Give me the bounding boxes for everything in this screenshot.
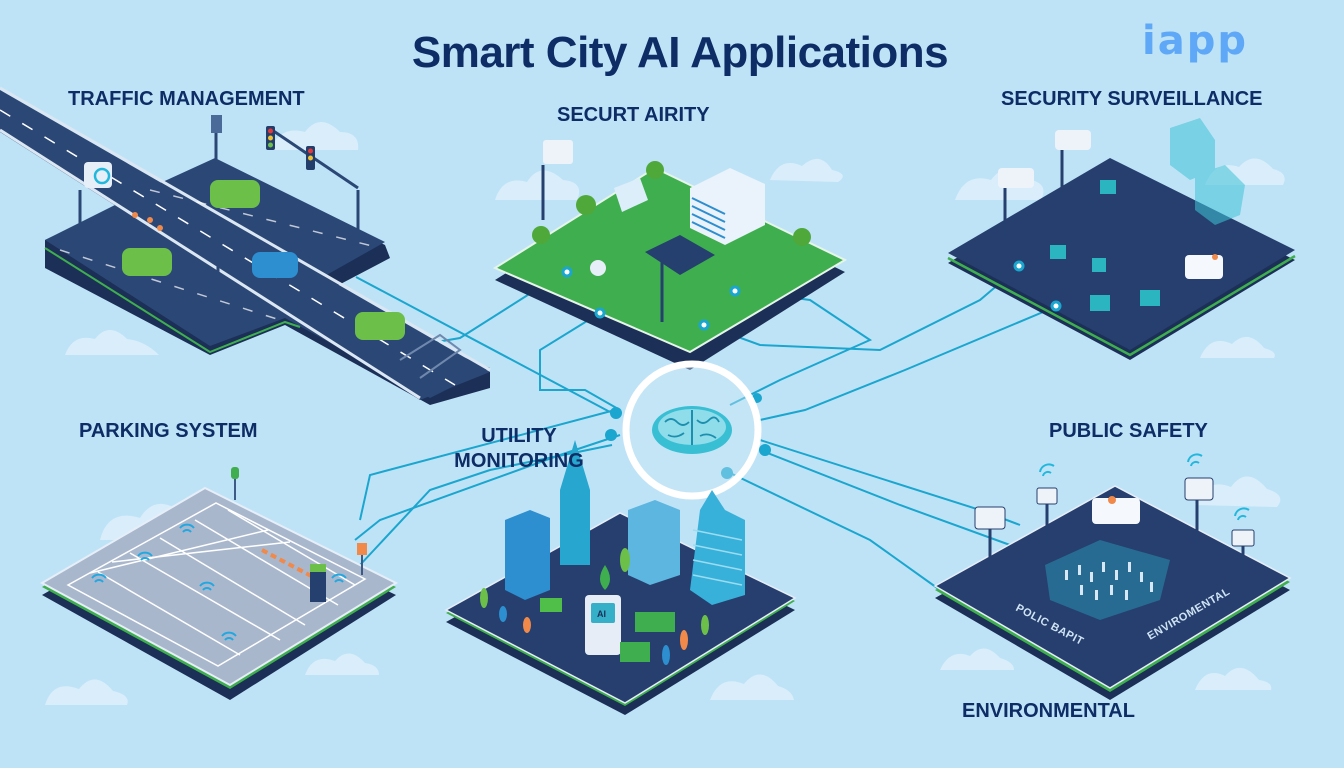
parking-system-platform — [39, 467, 399, 700]
parking-sign-icon — [231, 467, 239, 479]
traffic-management-platform — [0, 86, 491, 405]
crowd-zone — [1045, 540, 1170, 620]
tree-icon — [532, 161, 811, 246]
skyscraper-icon — [505, 440, 745, 605]
sensor-marker-icon — [480, 548, 709, 665]
logo-text: iapp — [1142, 18, 1248, 64]
parking-sign-icon — [357, 543, 367, 555]
label-securt-airity: SECURT AIRITY — [557, 104, 710, 126]
label-utility-line2: MONITORING — [454, 450, 584, 472]
svg-text:AI: AI — [597, 609, 606, 619]
label-utility-monitoring: UTILITY MONITORING — [454, 424, 584, 474]
brain-icon — [652, 406, 732, 454]
label-security-surveillance: SECURITY SURVEILLANCE — [1001, 88, 1263, 110]
drone-icon — [132, 212, 163, 231]
cctv-camera-icon — [998, 130, 1091, 245]
car-icon — [122, 180, 405, 340]
connector-lines — [354, 265, 1056, 591]
brand-logo: iapp — [1142, 18, 1248, 64]
utility-monitoring-platform: AI — [444, 440, 797, 715]
sensor-icon — [590, 260, 606, 276]
camera-magnifier-icon — [84, 162, 112, 188]
ambulance-icon — [1185, 254, 1223, 279]
face-recognition-icon — [1170, 118, 1245, 225]
label-parking-system: PARKING SYSTEM — [79, 420, 258, 442]
toll-gate-icon — [399, 333, 462, 379]
label-environmental: ENVIRONMENTAL — [962, 700, 1135, 722]
public-safety-platform: POLIC BAPIT ENVIROMENTAL — [933, 453, 1292, 700]
label-traffic-management: TRAFFIC MANAGEMENT — [68, 88, 305, 110]
ambulance-icon — [1092, 496, 1140, 524]
car-icon — [252, 252, 298, 278]
page-title: Smart City AI Applications — [411, 28, 949, 77]
wifi-signal-icon — [1039, 453, 1250, 521]
label-public-safety: PUBLIC SAFETY — [1049, 420, 1208, 442]
security-surveillance-platform — [947, 118, 1296, 360]
person-icon — [1065, 562, 1153, 600]
camera-icon — [541, 140, 573, 220]
ai-brain-hub — [622, 360, 762, 500]
building-icon — [690, 168, 765, 245]
water-drop-icon — [600, 565, 610, 590]
wifi-signal-icon — [91, 523, 347, 641]
traffic-light-icon — [266, 126, 315, 170]
kiosk-icon: AI — [585, 595, 621, 655]
securt-airity-platform — [492, 140, 848, 370]
label-utility-line1: UTILITY — [481, 425, 557, 447]
